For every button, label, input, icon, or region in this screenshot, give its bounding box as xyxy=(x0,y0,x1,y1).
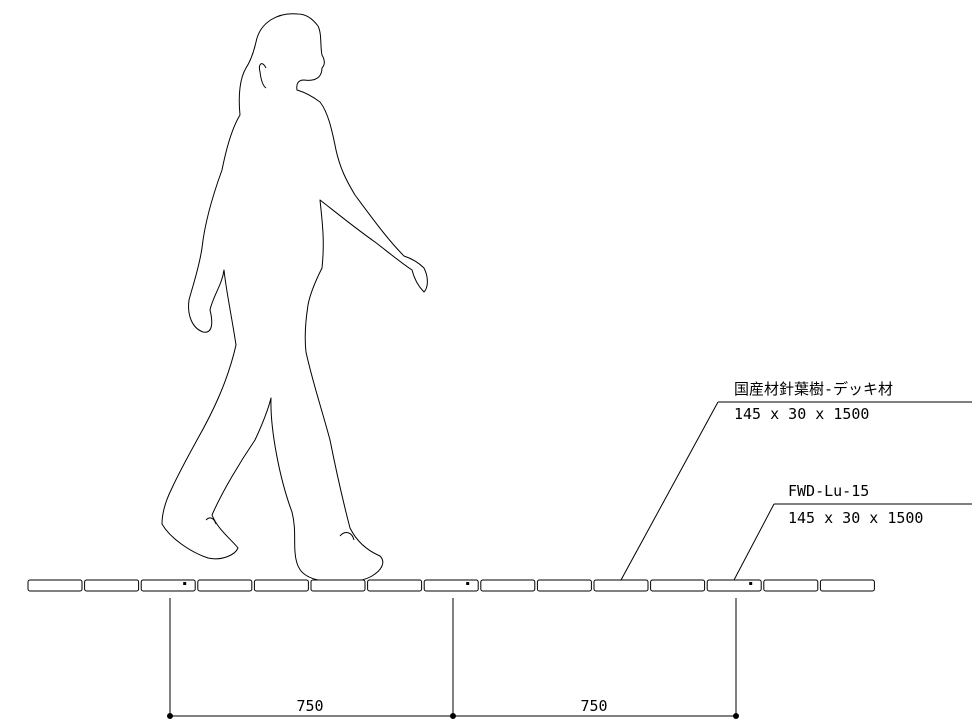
deck-board xyxy=(253,579,309,592)
deck-board xyxy=(536,579,592,592)
dimension-label-2: 750 xyxy=(580,697,607,715)
deck-board xyxy=(650,579,706,592)
walking-person-figure xyxy=(161,13,428,583)
dimension-dot-left xyxy=(167,713,173,719)
person-ear-detail xyxy=(259,63,267,89)
callout-deck-material-size: 145 x 30 x 1500 xyxy=(734,405,869,423)
deck-board xyxy=(197,579,253,592)
fastener-mark xyxy=(466,582,470,585)
callout-fwd-lu-leader xyxy=(733,503,775,581)
deck-board xyxy=(140,579,196,592)
dimension-dot-mid xyxy=(450,713,456,719)
fastener-mark xyxy=(749,582,753,585)
callout-fwd-lu-size: 145 x 30 x 1500 xyxy=(788,509,923,527)
deck-board xyxy=(593,579,649,592)
deck-board xyxy=(310,579,366,592)
deck-board xyxy=(27,579,83,592)
dimension-lines xyxy=(167,598,739,719)
person-outline xyxy=(161,13,428,583)
deck-board xyxy=(367,579,423,592)
dimension-label-1: 750 xyxy=(296,697,323,715)
callout-fwd-lu-title: FWD-Lu-15 xyxy=(788,482,869,500)
deck-board xyxy=(763,579,819,592)
callout-deck-material-title: 国産材針葉樹-デッキ材 xyxy=(734,380,893,398)
fastener-mark xyxy=(183,582,187,585)
callout-deck-material-leader xyxy=(620,401,719,581)
deck-board xyxy=(84,579,140,592)
callout-deck-material: 国産材針葉樹-デッキ材 145 x 30 x 1500 xyxy=(620,380,972,581)
dimension-dot-right xyxy=(733,713,739,719)
deck-board xyxy=(480,579,536,592)
deck-boards xyxy=(27,579,875,592)
deck-board xyxy=(706,579,762,592)
deck-board xyxy=(423,579,479,592)
deck-board xyxy=(819,579,875,592)
callout-fwd-lu: FWD-Lu-15 145 x 30 x 1500 xyxy=(733,482,972,581)
person-shoe-detail xyxy=(205,517,355,541)
